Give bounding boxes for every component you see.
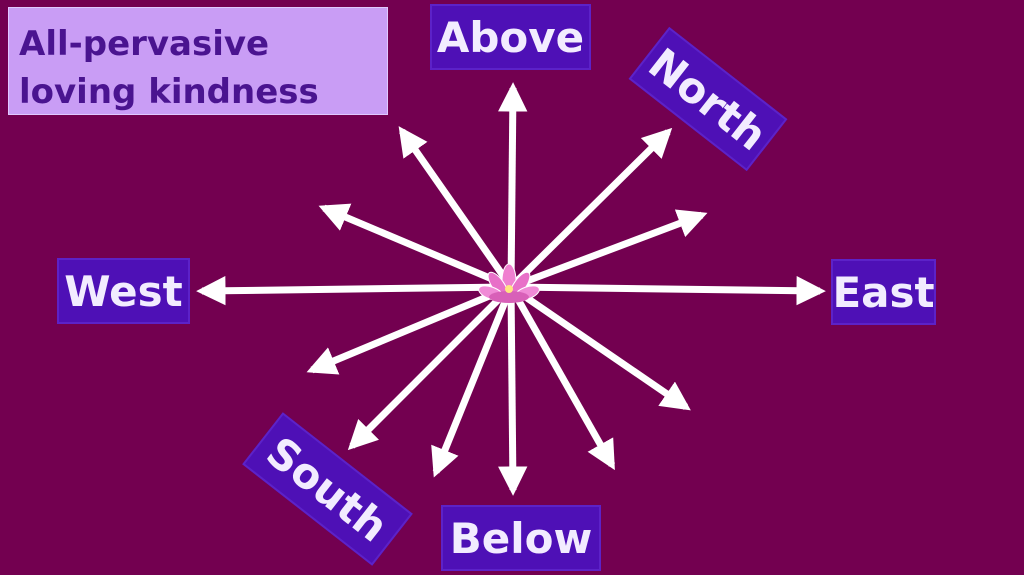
label-east: East [831,259,936,325]
arrow-west [196,275,512,306]
arrow-south-east [509,284,691,411]
arrow-above [498,82,528,288]
arrow-south-south-east [507,285,616,471]
lotus-icon [478,263,540,303]
arrow-below [498,286,528,496]
page-title: All-pervasive loving kindness [8,7,388,115]
arrow-north [508,127,673,290]
arrow-south [347,284,514,451]
arrow-north-east [509,209,708,291]
label-above: Above [430,4,591,70]
label-west: West [57,258,190,324]
arrow-south-south-west [431,285,515,478]
arrow-north-north-west [398,126,514,290]
arrow-east [510,275,826,306]
arrow-north-west [318,203,513,291]
arrow-south-west [306,283,513,375]
label-below: Below [441,505,601,571]
